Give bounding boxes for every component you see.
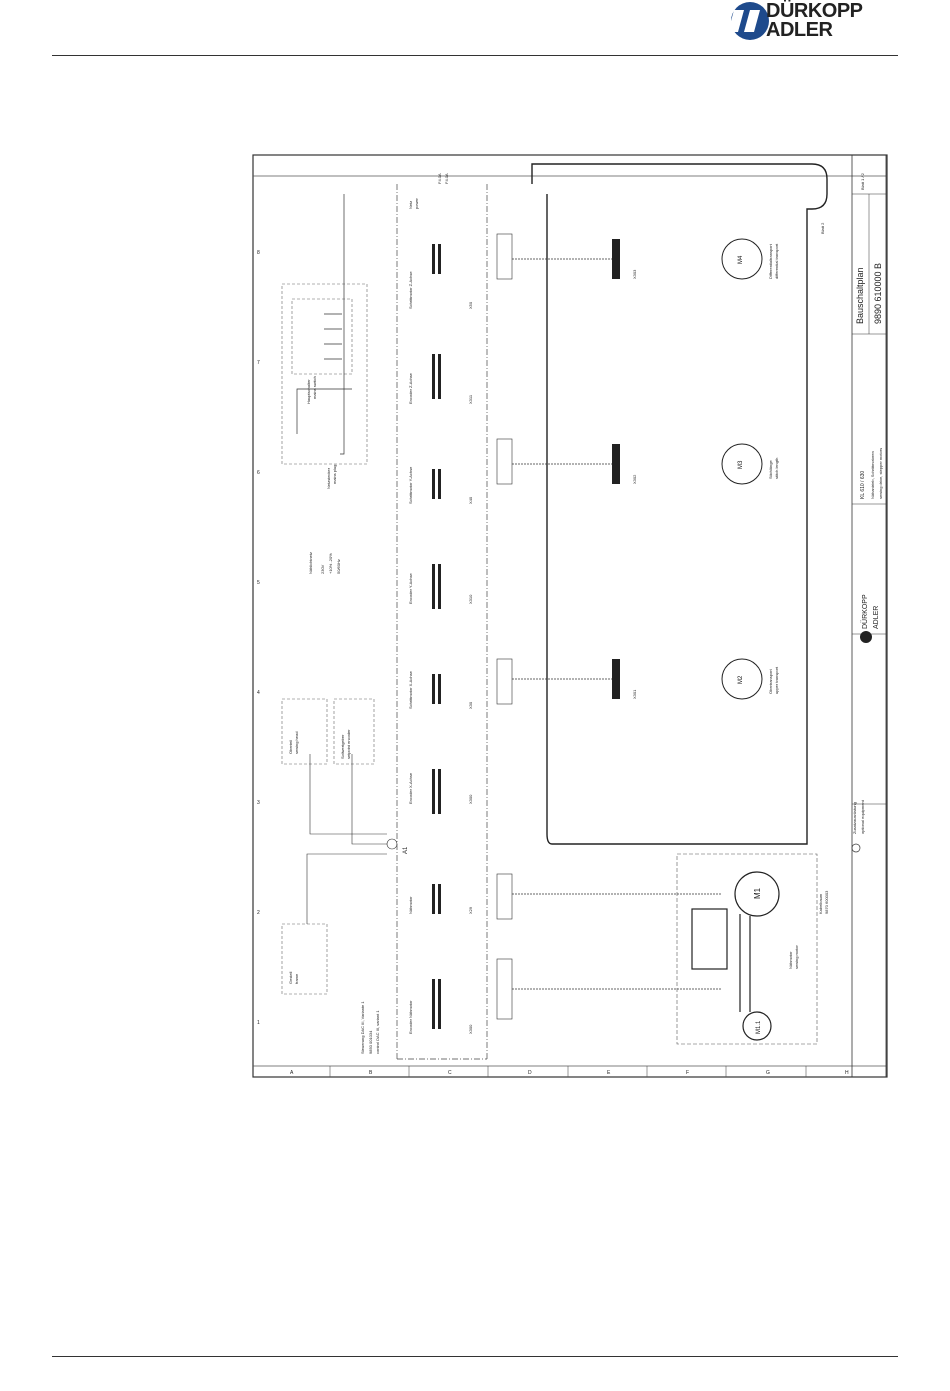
- motor-desc: Obertransport: [768, 668, 773, 694]
- mains-plug-label: Netzstecker: [326, 467, 331, 489]
- row-letter: A: [290, 1070, 294, 1076]
- motor-label: M4: [738, 255, 744, 264]
- encoder-display-icon: [691, 908, 728, 970]
- module-label: Nähmotor: [408, 896, 413, 914]
- cable-harness-label: Kabelbaum: [818, 893, 823, 914]
- module-conn: X29: [468, 906, 473, 914]
- motor-label: M3: [738, 460, 744, 469]
- a1-label: A1: [403, 846, 409, 854]
- row-letter: H: [845, 1070, 849, 1076]
- machine-name: KL 610 / 630: [860, 471, 866, 499]
- optional-equipment: Zusatzausrüstung: [852, 802, 857, 834]
- fuse-1: F4.0A: [437, 173, 442, 184]
- sewing-head-label: Oberteil: [288, 740, 293, 754]
- motor-label: M2: [738, 675, 744, 684]
- module-label: Schrittmotor Y-Achse: [408, 466, 413, 504]
- main-switch-label: Hauptschalter: [306, 379, 311, 404]
- plan-title: Bauschaltplan: [855, 267, 865, 324]
- control-en: control DAC III, variant 1: [375, 1010, 380, 1054]
- optional-equipment-en: optional equipment: [860, 799, 865, 834]
- module-label: Schrittmotor Z-Achse: [408, 271, 413, 309]
- motor-desc-en: upper transport: [774, 666, 779, 694]
- control-label: Steuerung DAC III, Variante 1: [360, 1001, 365, 1054]
- module-label: Encoder Nähmotor: [408, 1000, 413, 1034]
- main-switch-en: mains switch: [312, 376, 317, 399]
- col-number: 5: [257, 580, 260, 586]
- power-en: power: [414, 197, 419, 209]
- col-number: 6: [257, 470, 260, 476]
- mains-plug-en: mains plug: [332, 465, 337, 484]
- motor-desc-en: differential transport: [774, 243, 779, 279]
- row-letter: E: [607, 1070, 611, 1076]
- col-number: 3: [257, 800, 260, 806]
- subtitle-en: sewing drive, stepper motors: [878, 448, 883, 499]
- brand-line-1: DÜRKOPP: [766, 0, 863, 22]
- motor-desc: Differentialtransport: [768, 243, 773, 279]
- plan-number: 9890 610000 B: [873, 263, 883, 324]
- col-number: 1: [257, 1020, 260, 1026]
- stepper-motor-m4-icon: [721, 238, 763, 280]
- brand-wordmark: DÜRKOPP ADLER: [766, 0, 863, 41]
- optional-marker-icon: [851, 843, 861, 853]
- brand-line-2: ADLER: [766, 19, 833, 41]
- col-number: 4: [257, 690, 260, 696]
- motor-conn: X301: [632, 689, 637, 699]
- frame-en: frame: [294, 973, 299, 984]
- setpoint-label: Sollwertgeber: [340, 734, 345, 759]
- sewing-head-en: sewing head: [294, 732, 299, 754]
- module-conn: X30: [468, 701, 473, 709]
- motor-desc-en: stitch length: [774, 458, 779, 479]
- power-label: Netz: [408, 201, 413, 209]
- stepper-motor-m3-icon: [721, 443, 763, 485]
- sewing-motor-m1-icon: [734, 871, 780, 917]
- motor-desc: Nähmotor: [788, 951, 793, 969]
- motor-conn: X303: [632, 269, 637, 279]
- sewing-motor-m1-1-icon: [742, 1011, 772, 1041]
- module-conn: X50: [468, 301, 473, 309]
- module-conn: X300: [468, 1024, 473, 1034]
- module-label: Encoder X-Achse: [408, 772, 413, 804]
- motor-desc-en: sewing motor: [794, 945, 799, 969]
- module-label: Encoder Y-Achse: [408, 573, 413, 604]
- sheet-number: Blatt 1 / 2: [860, 172, 865, 190]
- frequency-label: 50/60Hz: [336, 559, 341, 574]
- frame-label: Gestell: [288, 971, 293, 984]
- row-letter: F: [686, 1070, 689, 1076]
- module-conn: X300: [468, 794, 473, 804]
- sheet-ref: Blatt 2: [820, 222, 825, 234]
- header-rule: [52, 55, 898, 56]
- duerkopp-adler-logo: [728, 2, 769, 40]
- control-no: 9850 001034: [368, 1030, 373, 1054]
- fuse-2: F4.0A: [444, 173, 449, 184]
- motor-label: M1: [753, 887, 762, 899]
- row-letter: G: [766, 1070, 770, 1076]
- voltage-label: 230V: [320, 564, 325, 574]
- module-label: Encoder Z-Achse: [408, 372, 413, 404]
- setpoint-en: setpoint encoder: [346, 729, 351, 759]
- stepper-motor-m2-icon: [721, 658, 763, 700]
- tolerance-label: +10% -20%: [328, 553, 333, 574]
- col-number: 7: [257, 360, 260, 366]
- footer-rule: [52, 1356, 898, 1357]
- module-conn: X40: [468, 496, 473, 504]
- col-number: 8: [257, 250, 260, 256]
- col-number: 2: [257, 910, 260, 916]
- module-conn: X310: [468, 594, 473, 604]
- title-block-logo-icon: [860, 631, 872, 643]
- row-letter: C: [448, 1070, 452, 1076]
- module-label: Schrittmotor X-Achse: [408, 670, 413, 709]
- brand-small-2: ADLER: [873, 606, 880, 629]
- cable-harness-no: 9870 600003: [824, 890, 829, 914]
- sewing-light-label: Nählichtnetz: [308, 552, 313, 574]
- motor-label: M1.1: [756, 1020, 762, 1034]
- motor-desc: Stichlänge: [768, 460, 773, 479]
- wiring-diagram: A B C D E F G H 1 2 3 4 5 6 7 8 Bauschal…: [252, 154, 888, 1078]
- brand-small-1: DÜRKOPP: [861, 594, 869, 629]
- module-conn: X311: [468, 394, 473, 404]
- row-letter: D: [528, 1070, 532, 1076]
- subtitle-de: Nähantrieb, Schrittmotoren: [870, 451, 875, 499]
- row-letter: B: [369, 1070, 373, 1076]
- motor-conn: X302: [632, 474, 637, 484]
